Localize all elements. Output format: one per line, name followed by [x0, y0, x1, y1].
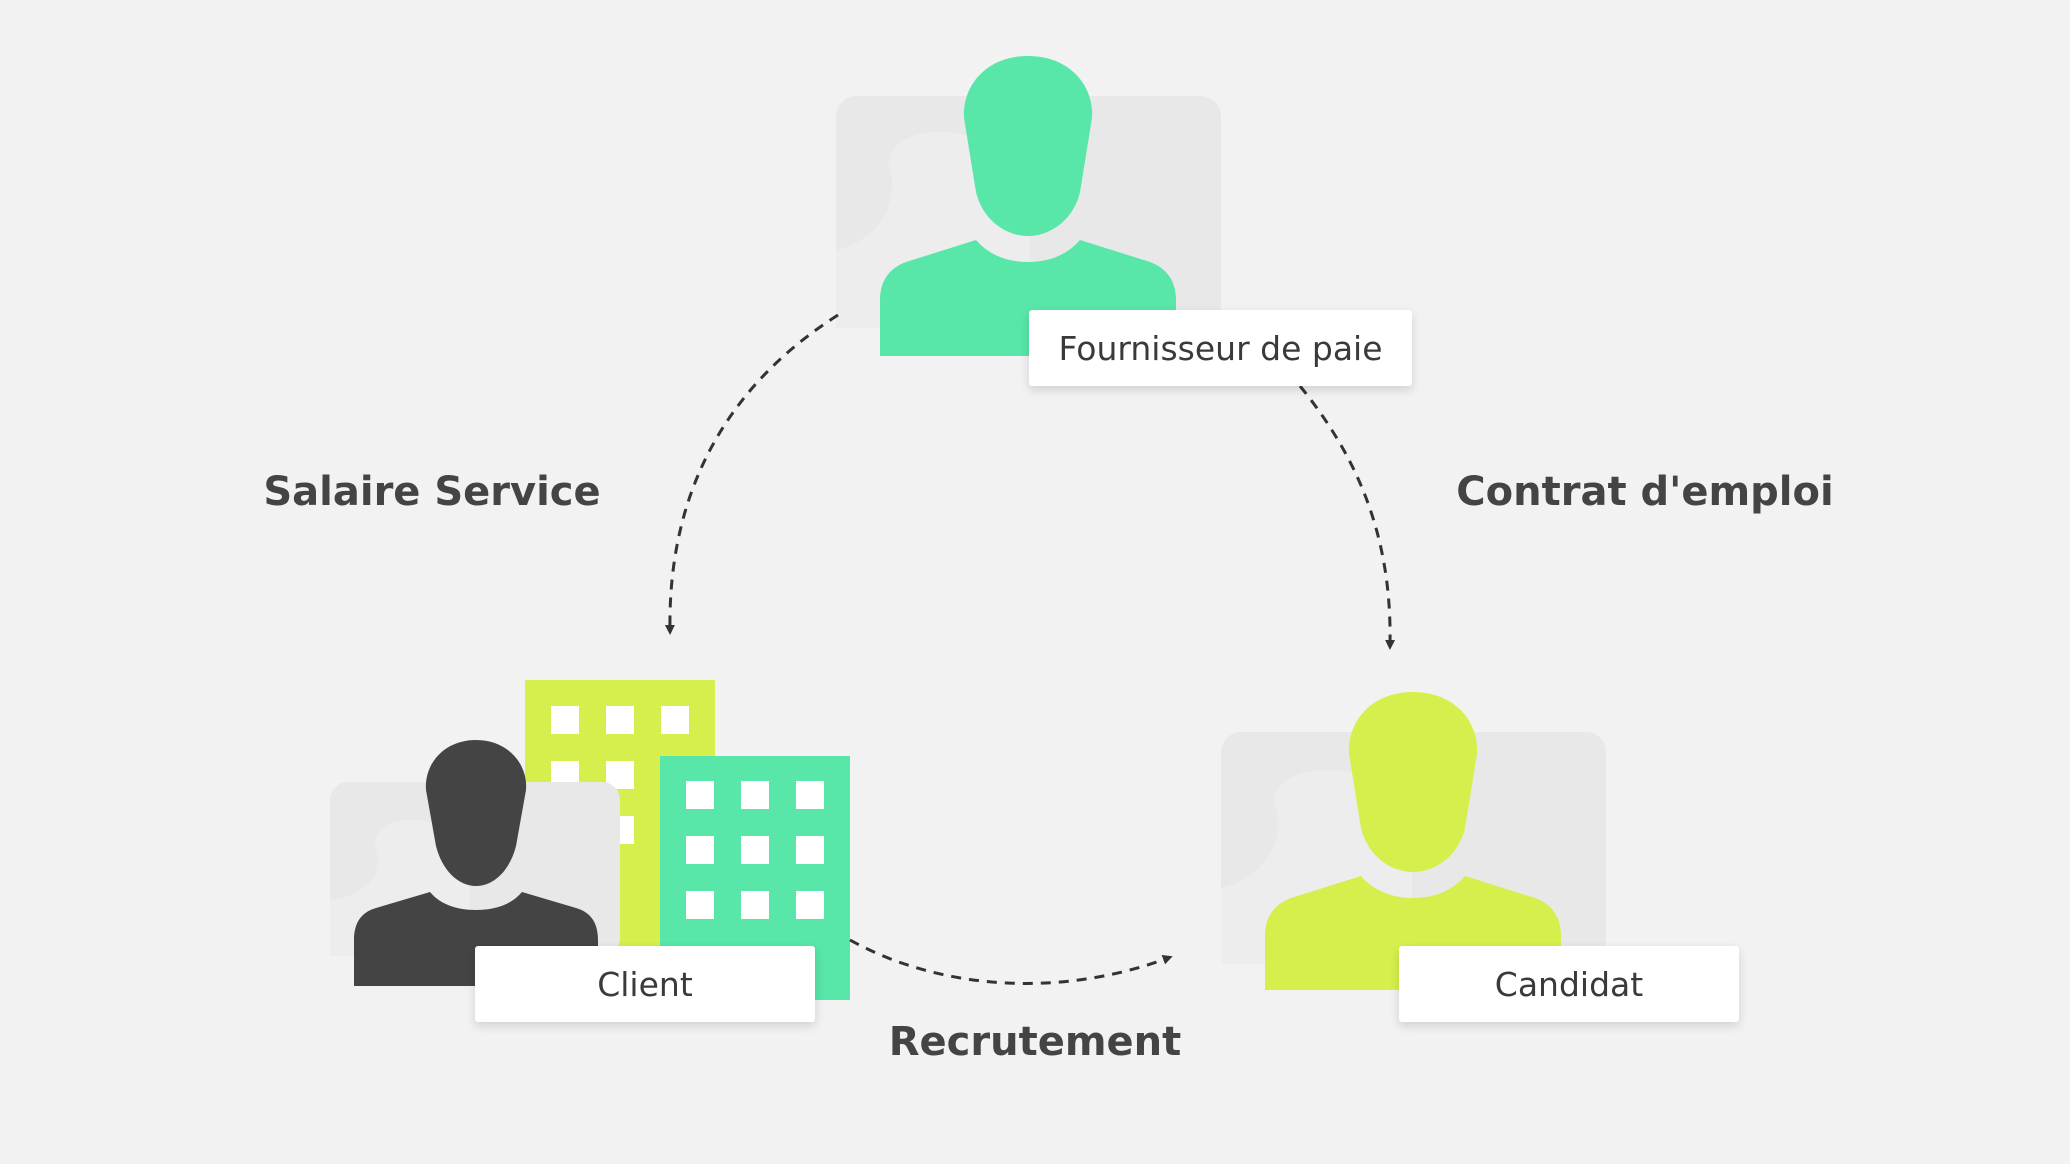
client-label: Client: [475, 946, 815, 1022]
candidate-label: Candidat: [1399, 946, 1739, 1022]
arrow-payroll-to-candidate: [1298, 385, 1396, 650]
flow-label-recrutement: Recrutement: [888, 1019, 1182, 1065]
arrow-client-to-candidate: [849, 938, 1173, 985]
client-node: [330, 680, 850, 1000]
payroll-provider-label: Fournisseur de paie: [1029, 310, 1412, 386]
arrow-payroll-to-client: [664, 313, 839, 635]
flow-label-salaire-service: Salaire Service: [263, 469, 601, 515]
candidate-node: [1221, 692, 1606, 990]
flow-label-contrat-emploi: Contrat d'emploi: [1456, 469, 1834, 515]
